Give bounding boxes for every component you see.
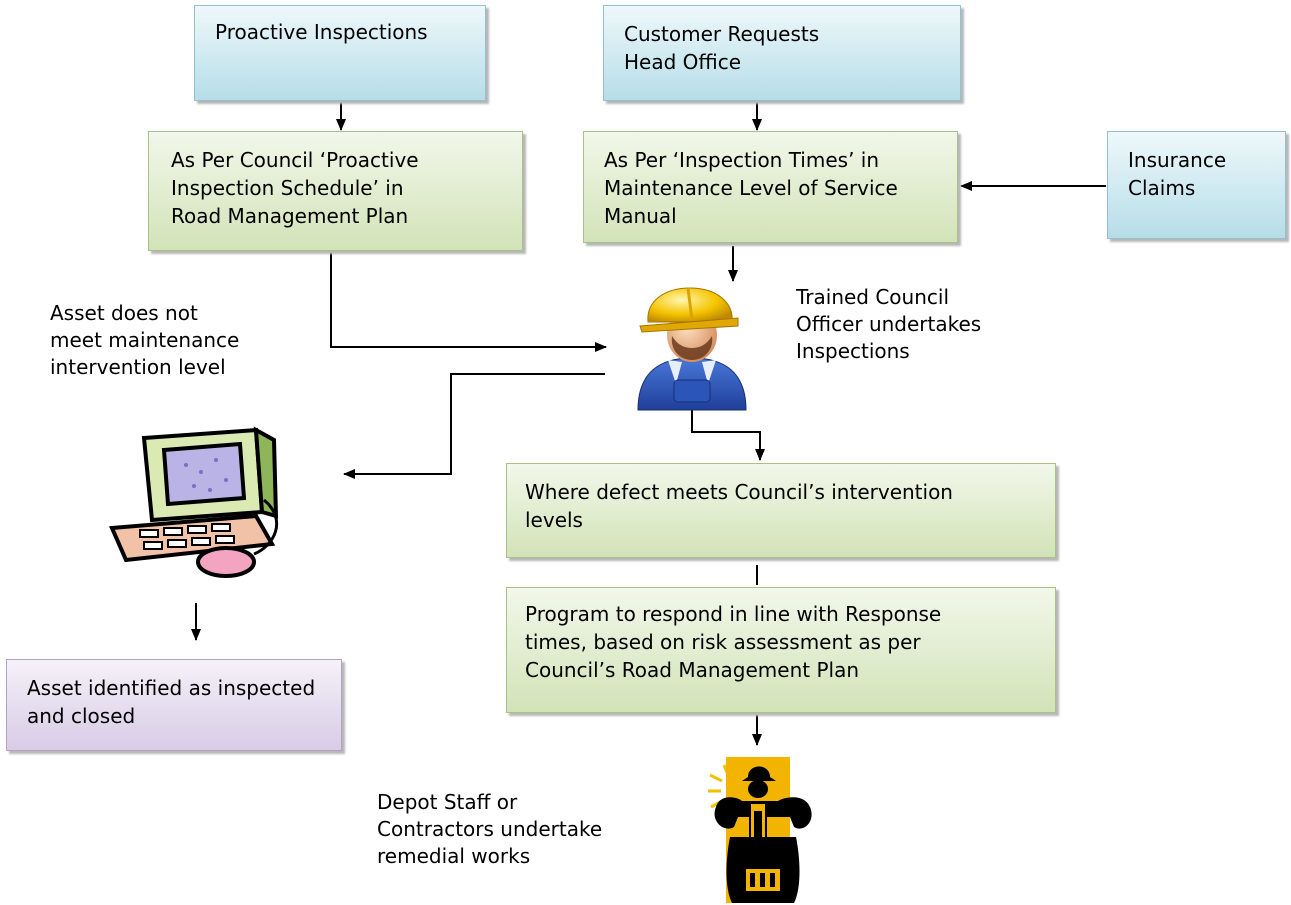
officer-line: Inspections xyxy=(796,339,910,363)
asset-not-meet-line: meet maintenance xyxy=(50,328,240,352)
defect-intervention-box: Where defect meets Council’s interventio… xyxy=(506,463,1056,558)
arrow-schedule-to-officer xyxy=(330,253,607,352)
customer-requests-box: Customer Requests Head Office xyxy=(603,5,961,101)
depot-label: Depot Staff or Contractors undertake rem… xyxy=(377,789,602,870)
arrow-officer-to-defect xyxy=(691,408,765,461)
depot-line: Depot Staff or xyxy=(377,790,518,814)
construction-worker-icon xyxy=(637,287,747,411)
inspection-times-line: Maintenance Level of Service xyxy=(604,176,898,200)
asset-closed-line: and closed xyxy=(27,704,136,728)
customer-requests-line: Customer Requests xyxy=(624,22,820,46)
asset-not-meet-line: Asset does not xyxy=(50,301,198,325)
defect-intervention-line: levels xyxy=(525,508,583,532)
insurance-claims-line: Claims xyxy=(1128,176,1196,200)
program-response-box: Program to respond in line with Response… xyxy=(506,587,1056,713)
council-schedule-line: Inspection Schedule’ in xyxy=(171,176,404,200)
insurance-claims-line: Insurance xyxy=(1128,148,1227,172)
inspection-times-line: As Per ‘Inspection Times’ in xyxy=(604,148,880,172)
asset-closed-box: Asset identified as inspected and closed xyxy=(6,659,342,751)
program-response-line: times, based on risk assessment as per xyxy=(525,630,921,654)
officer-line: Trained Council xyxy=(796,285,950,309)
inspection-times-line: Manual xyxy=(604,204,677,228)
asset-closed-line: Asset identified as inspected xyxy=(27,676,316,700)
insurance-claims-box: Insurance Claims xyxy=(1107,131,1286,239)
asset-not-meet-label: Asset does not meet maintenance interven… xyxy=(50,300,239,381)
asset-not-meet-line: intervention level xyxy=(50,355,226,379)
customer-requests-line: Head Office xyxy=(624,50,742,74)
council-schedule-box: As Per Council ‘Proactive Inspection Sch… xyxy=(148,131,523,251)
arrow-officer-to-computer xyxy=(343,373,605,479)
officer-label: Trained Council Officer undertakes Inspe… xyxy=(796,284,981,365)
inspection-times-box: As Per ‘Inspection Times’ in Maintenance… xyxy=(583,131,958,243)
defect-intervention-line: Where defect meets Council’s interventio… xyxy=(525,480,953,504)
program-response-line: Program to respond in line with Response xyxy=(525,602,942,626)
council-schedule-line: Road Management Plan xyxy=(171,204,409,228)
officer-line: Officer undertakes xyxy=(796,312,982,336)
program-response-line: Council’s Road Management Plan xyxy=(525,658,859,682)
depot-line: Contractors undertake xyxy=(377,817,603,841)
proactive-inspections-box: Proactive Inspections xyxy=(194,5,486,101)
road-worker-jackhammer-icon xyxy=(708,757,812,903)
council-schedule-line: As Per Council ‘Proactive xyxy=(171,148,419,172)
computer-icon xyxy=(109,426,279,578)
proactive-inspections-text: Proactive Inspections xyxy=(215,20,428,44)
depot-line: remedial works xyxy=(377,844,531,868)
